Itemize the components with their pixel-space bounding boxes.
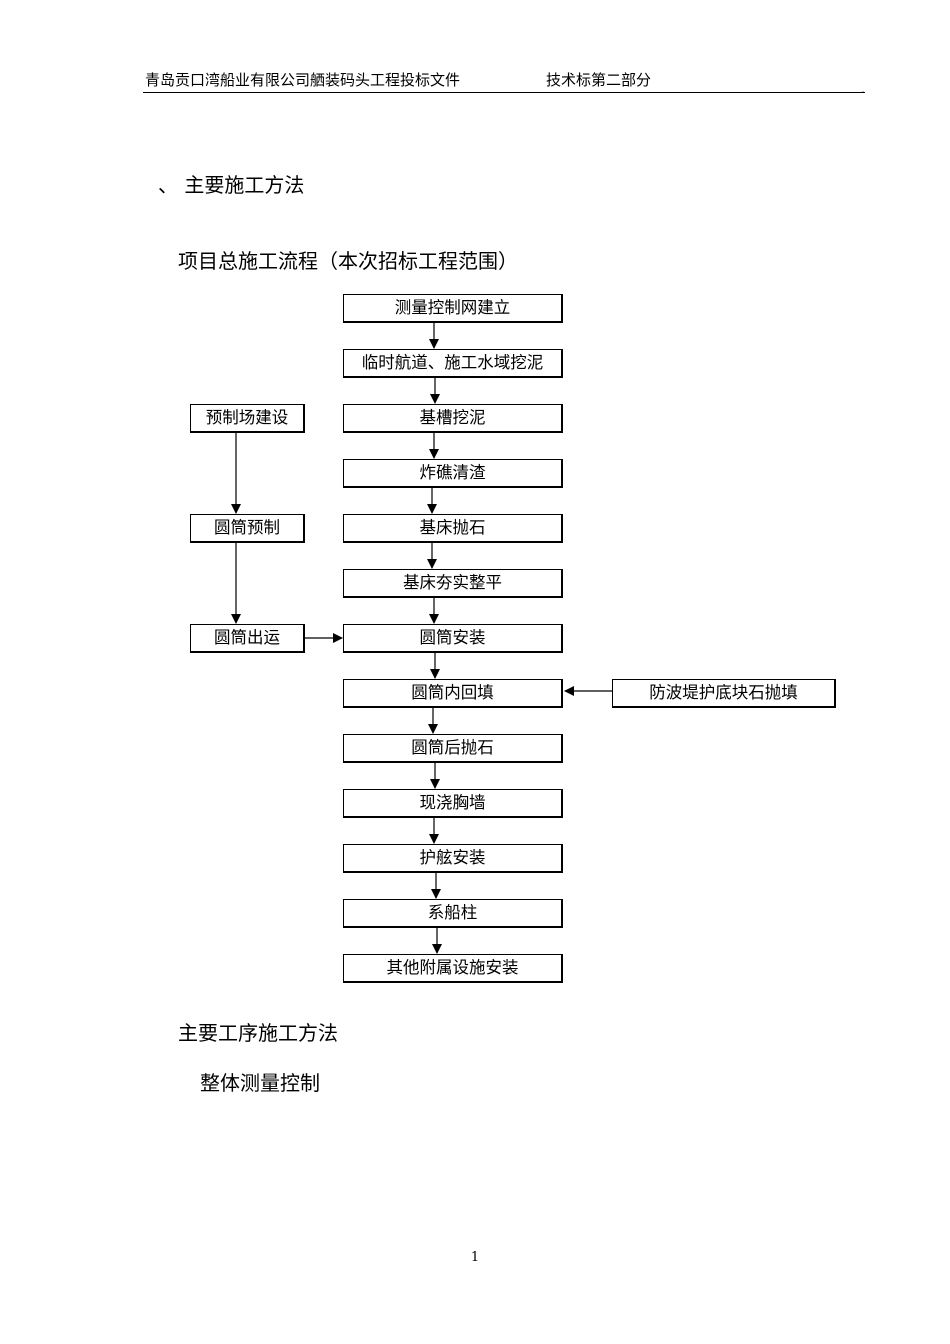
flow-step-ancillary-install: 其他附属设施安装 bbox=[343, 954, 563, 983]
flow-step-cylinder-backfill: 圆筒内回填 bbox=[343, 679, 563, 708]
page-number: 1 bbox=[470, 1250, 480, 1265]
section-title: 、 主要施工方法 bbox=[158, 173, 305, 197]
page-header: 青岛贡口湾船业有限公司舾装码头工程投标文件 技术标第二部分 bbox=[143, 70, 865, 93]
flow-step-bollard: 系船柱 bbox=[343, 899, 563, 928]
subsection-title: 项目总施工流程（本次招标工程范围） bbox=[178, 249, 518, 273]
flow-step-cylinder-transport: 圆筒出运 bbox=[190, 624, 305, 653]
flow-step-breast-wall: 现浇胸墙 bbox=[343, 789, 563, 818]
flow-step-channel-dredging: 临时航道、施工水域挖泥 bbox=[343, 349, 563, 378]
section2-title: 主要工序施工方法 bbox=[178, 1021, 338, 1045]
header-section-label: 技术标第二部分 bbox=[546, 71, 652, 89]
flow-step-precast-yard: 预制场建设 bbox=[190, 404, 305, 433]
flow-step-cylinder-precast: 圆筒预制 bbox=[190, 514, 305, 543]
flow-step-breakwater-riprap: 防波堤护底块石抛填 bbox=[612, 679, 836, 708]
flow-step-fender-install: 护舷安装 bbox=[343, 844, 563, 873]
flow-step-cylinder-install: 圆筒安装 bbox=[343, 624, 563, 653]
header-document-title: 青岛贡口湾船业有限公司舾装码头工程投标文件 bbox=[145, 71, 461, 89]
flow-step-bed-riprap: 基床抛石 bbox=[343, 514, 563, 543]
flow-step-reef-blasting: 炸礁清渣 bbox=[343, 459, 563, 488]
flow-step-trench-dredging: 基槽挖泥 bbox=[343, 404, 563, 433]
flow-step-survey-network: 测量控制网建立 bbox=[343, 294, 563, 323]
flow-step-rear-riprap: 圆筒后抛石 bbox=[343, 734, 563, 763]
flow-step-bed-tamping: 基床夯实整平 bbox=[343, 569, 563, 598]
section3-title: 整体测量控制 bbox=[200, 1071, 320, 1095]
header-mark: . bbox=[862, 87, 864, 94]
